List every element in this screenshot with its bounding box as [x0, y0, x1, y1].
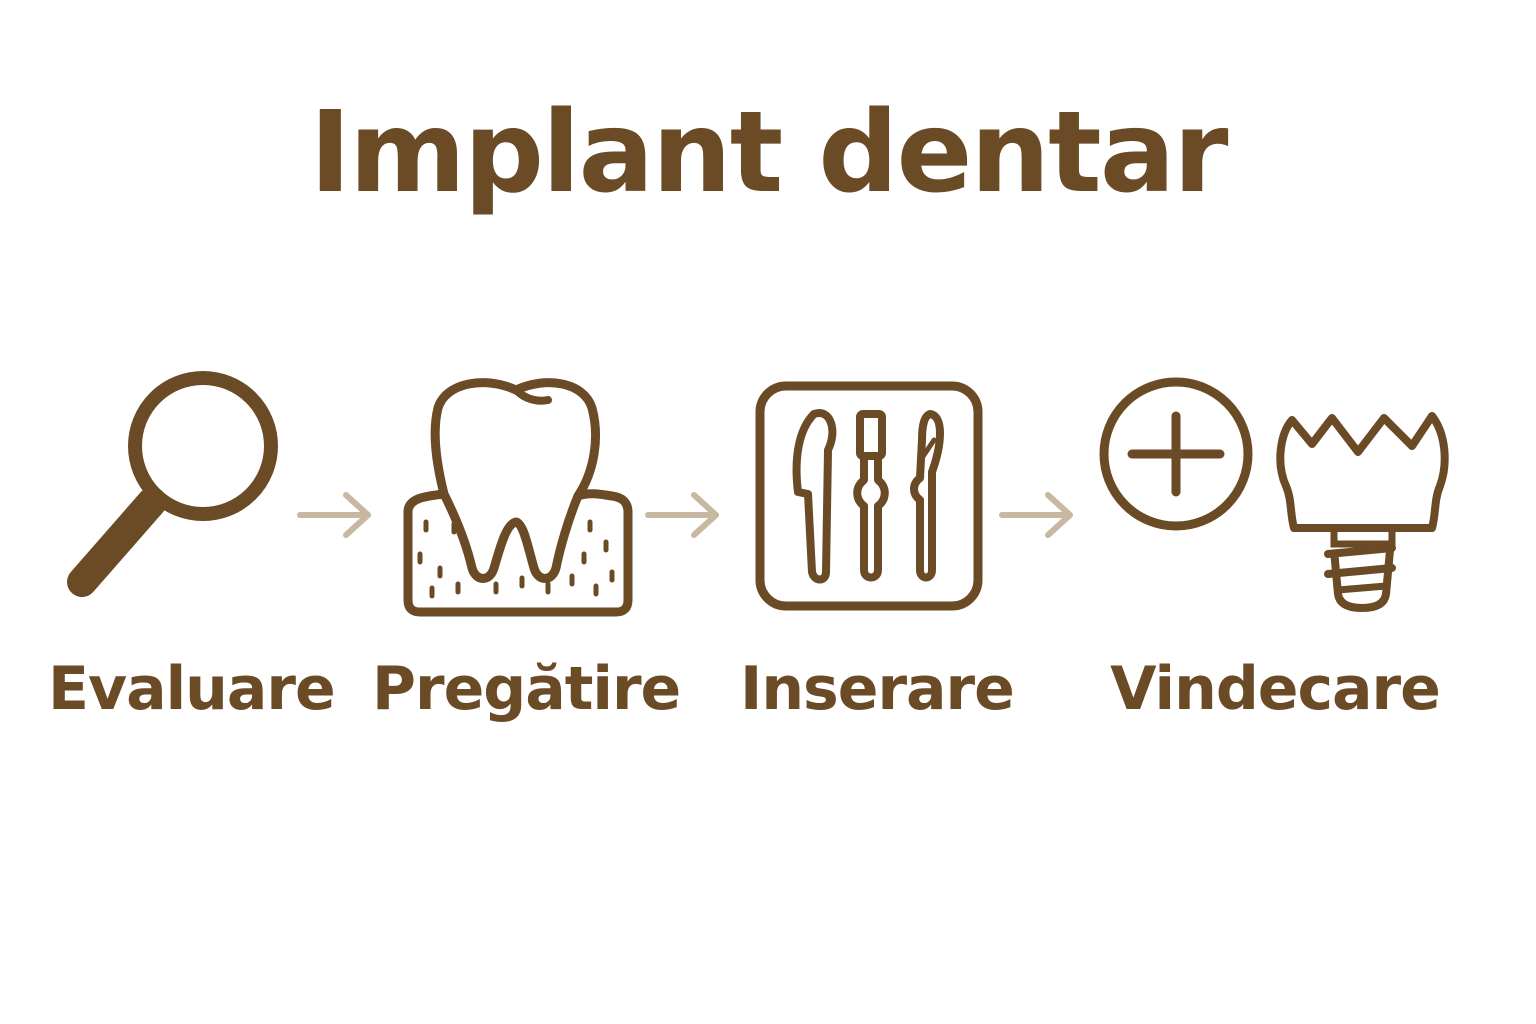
arrow-right-icon: [645, 492, 719, 538]
magnifying-glass-icon: [67, 371, 278, 597]
step-label-inserare: Inserare: [740, 654, 1015, 724]
arrow-right-icon: [297, 492, 371, 538]
tooth-in-gum-icon: [403, 378, 633, 617]
plus-circle-icon: [1099, 377, 1253, 531]
implant-crown-icon: [1276, 412, 1449, 612]
step-label-evaluare: Evaluare: [48, 654, 336, 724]
step-label-pregatire: Pregătire: [372, 654, 681, 724]
diagram-title: Implant dentar: [309, 88, 1229, 218]
surgical-instruments-icon: [755, 381, 983, 611]
arrow-right-icon: [999, 492, 1073, 538]
step-label-vindecare: Vindecare: [1110, 654, 1441, 724]
